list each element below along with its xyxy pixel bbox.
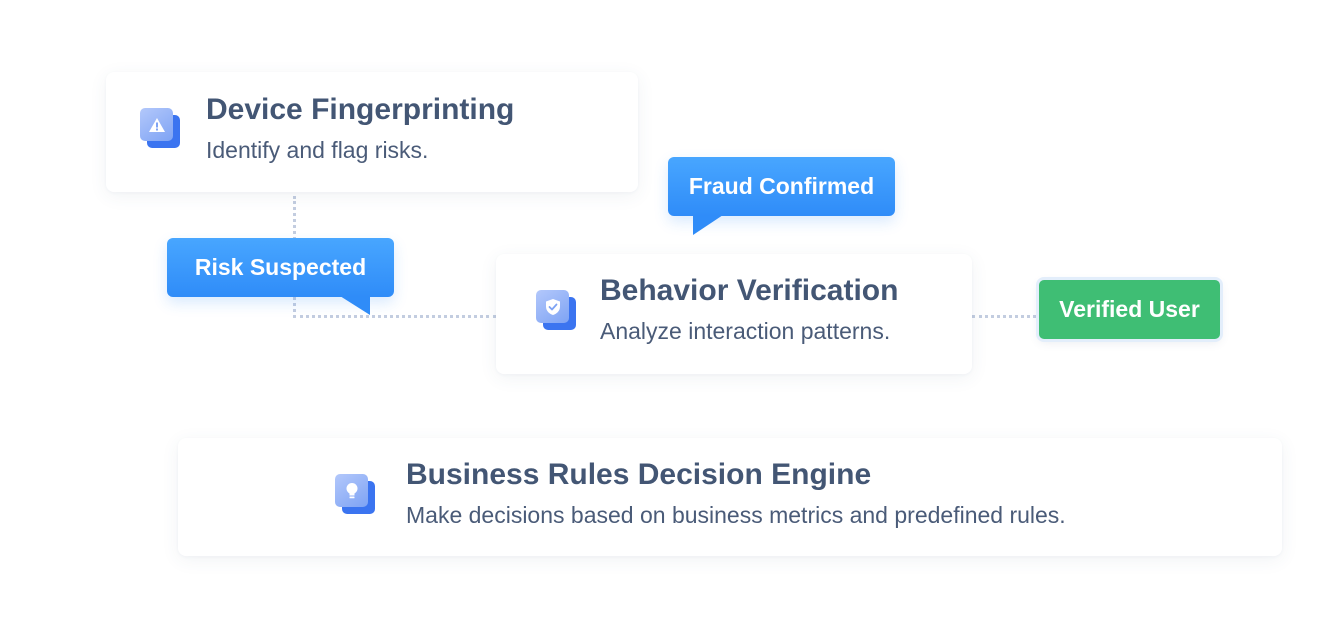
behavior-verification-card: Behavior Verification Analyze interactio… <box>496 254 972 374</box>
shield-check-icon <box>536 290 580 334</box>
connector-risk-to-behavior <box>293 315 496 318</box>
fraud-confirmed-label: Fraud Confirmed <box>668 157 895 216</box>
business-rules-card: Business Rules Decision Engine Make deci… <box>178 438 1282 556</box>
device-fingerprinting-title: Device Fingerprinting <box>206 93 515 126</box>
risk-suspected-tail <box>340 296 370 315</box>
device-fingerprinting-desc: Identify and flag risks. <box>206 137 429 163</box>
fraud-confirmed-tail <box>693 215 723 235</box>
behavior-verification-desc: Analyze interaction patterns. <box>600 318 891 344</box>
business-rules-desc: Make decisions based on business metrics… <box>406 502 1066 528</box>
verified-user-label: Verified User <box>1039 280 1220 339</box>
risk-suspected-label: Risk Suspected <box>167 238 394 297</box>
warning-icon <box>140 108 184 152</box>
device-fingerprinting-card: Device Fingerprinting Identify and flag … <box>106 72 638 192</box>
connector-behavior-to-verified <box>972 315 1036 318</box>
lightbulb-icon <box>335 474 379 518</box>
behavior-verification-title: Behavior Verification <box>600 274 899 307</box>
business-rules-title: Business Rules Decision Engine <box>406 458 872 491</box>
